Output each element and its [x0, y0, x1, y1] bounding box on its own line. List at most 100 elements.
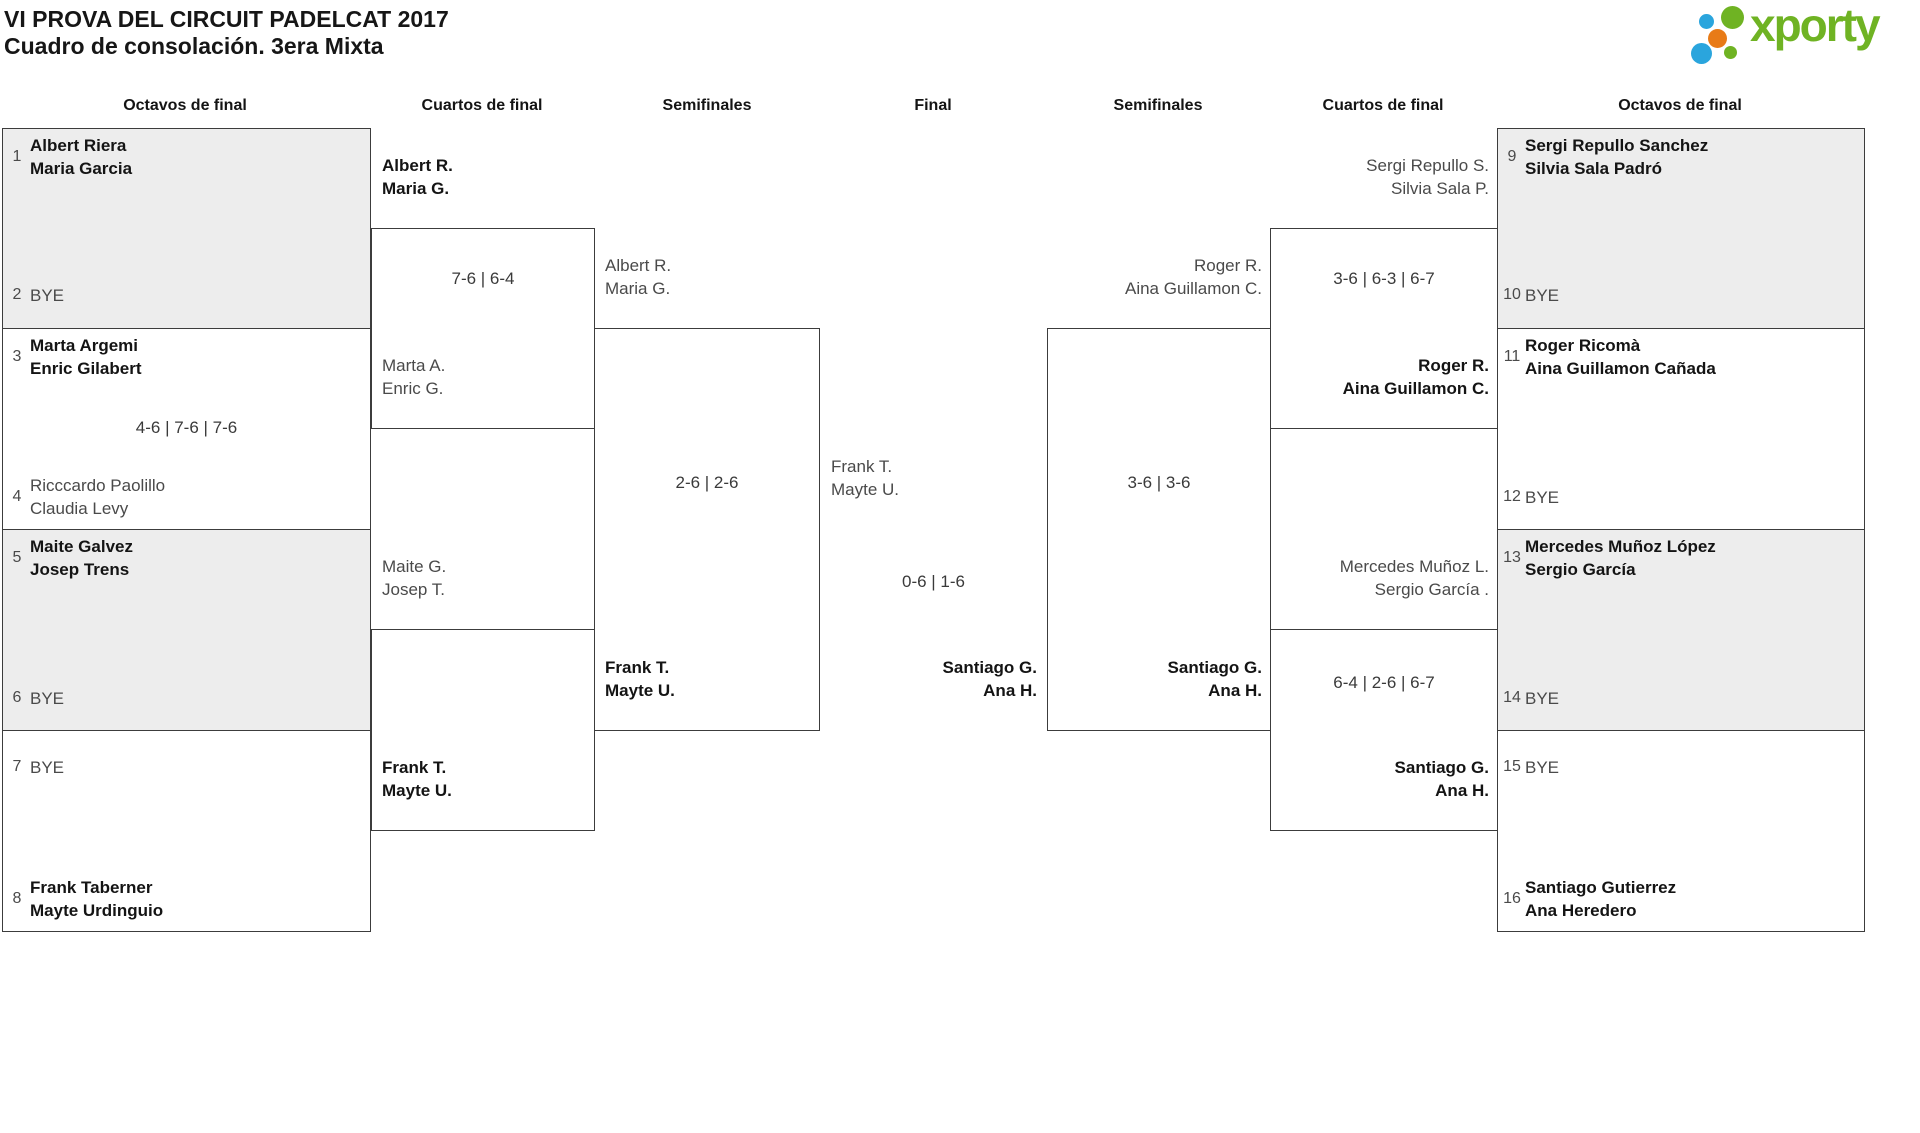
team-name: Maria Garcia [30, 159, 133, 178]
seed-number: 8 [12, 890, 22, 907]
logo-dot-blue-large [1691, 43, 1712, 64]
bracket-slot-7: 7 BYE [4, 744, 64, 790]
team-name: Enric Gilabert [30, 359, 142, 378]
team-label-qf-right-bottom-winner: Santiago G.Ana H. [1394, 758, 1489, 800]
seed-number: 2 [12, 286, 22, 303]
team-label-final-winner: Santiago G.Ana H. [942, 658, 1037, 700]
team-label-sf-right-winner: Santiago G.Ana H. [1167, 658, 1262, 700]
seed-number: 16 [1503, 890, 1521, 907]
team-name: BYE [30, 688, 65, 708]
team-name: Mercedes Muñoz López [1525, 537, 1716, 556]
team-name: Mayte Urdinguio [30, 901, 164, 920]
team-name: Maite Galvez [30, 537, 133, 556]
match-score-qf-right-top: 3-6 | 6-3 | 6-7 [1333, 269, 1435, 288]
team-label-qf-left-top-winner: Albert R.Maria G. [382, 156, 453, 198]
page-subtitle: Cuadro de consolación. 3era Mixta [4, 33, 384, 59]
bracket-slot-2: 2 BYE [4, 272, 64, 318]
seed-number: 10 [1503, 286, 1521, 303]
team-name: Santiago Gutierrez [1525, 878, 1677, 897]
team-name: Ana Heredero [1525, 901, 1637, 920]
team-name: BYE [1525, 688, 1560, 708]
team-label-qf-right-top-loser: Sergi Repullo S.Silvia Sala P. [1366, 156, 1489, 198]
seed-number: 15 [1503, 758, 1521, 775]
team-label-sf-left-winner: Frank T.Mayte U. [605, 658, 675, 700]
bracket-slot-12: 12 BYE [1499, 474, 1559, 520]
team-name: Sergio García [1525, 560, 1636, 579]
team-name: Frank Taberner [30, 878, 153, 897]
octavos-box-5-6 [2, 529, 371, 731]
round-header-semis-right: Semifinales [1113, 97, 1203, 114]
seed-number: 5 [12, 549, 22, 566]
team-label-qf-right-bottom-loser: Mercedes Muñoz L.Sergio García . [1339, 557, 1489, 599]
team-name: Marta Argemi [30, 336, 139, 355]
match-score-qf-left-top: 7-6 | 6-4 [451, 269, 515, 288]
seed-number: 13 [1503, 549, 1521, 566]
team-name: Claudia Levy [30, 499, 129, 518]
team-name: BYE [30, 285, 65, 305]
bracket-slot-14: 14 BYE [1499, 675, 1559, 721]
round-header-final: Final [914, 97, 952, 114]
team-name: BYE [1525, 757, 1560, 777]
seed-number: 9 [1507, 148, 1517, 165]
seed-number: 11 [1503, 348, 1521, 365]
octavos-box-15-16 [1497, 730, 1865, 932]
seed-number: 4 [12, 488, 22, 505]
match-score-octavos-3-4: 4-6 | 7-6 | 7-6 [135, 418, 238, 437]
page-title: VI PROVA DEL CIRCUIT PADELCAT 2017 [4, 6, 449, 32]
octavos-box-9-10 [1497, 128, 1865, 329]
team-label-final-runnerup: Frank T.Mayte U. [831, 457, 900, 499]
team-name: Sergi Repullo Sanchez [1525, 136, 1709, 155]
bracket-slot-6: 6 BYE [4, 675, 64, 721]
team-name: BYE [30, 757, 65, 777]
logo-dot-green-small [1724, 46, 1737, 59]
match-score-sf-right: 3-6 | 3-6 [1127, 473, 1191, 492]
logo-dot-orange [1708, 29, 1727, 48]
team-name: Josep Trens [30, 560, 130, 579]
team-name: Ricccardo Paolillo [30, 476, 166, 495]
round-header-octavos-right: Octavos de final [1618, 97, 1742, 114]
match-score-qf-right-bottom: 6-4 | 2-6 | 6-7 [1333, 673, 1435, 692]
team-name: Silvia Sala Padró [1525, 159, 1663, 178]
round-header-octavos-left: Octavos de final [123, 97, 247, 114]
octavos-box-7-8 [2, 730, 371, 932]
seed-number: 6 [12, 689, 22, 706]
team-name: Albert Riera [30, 136, 127, 155]
round-header-cuartos-left: Cuartos de final [421, 97, 543, 114]
logo-dot-green-large [1721, 6, 1744, 29]
team-label-qf-left-bottom-loser: Maite G.Josep T. [382, 557, 447, 599]
bracket-slot-10: 10 BYE [1499, 272, 1559, 318]
seed-number: 7 [12, 758, 22, 775]
team-name: BYE [1525, 285, 1560, 305]
round-header-cuartos-right: Cuartos de final [1322, 97, 1444, 114]
logo-dot-blue-small [1699, 14, 1714, 29]
team-label-qf-right-top-winner: Roger R.Aina Guillamon C. [1342, 356, 1489, 398]
xporty-logo[interactable]: xporty [1686, 0, 1911, 74]
match-score-final: 0-6 | 1-6 [901, 572, 965, 591]
seed-number: 3 [12, 348, 22, 365]
team-name: Roger Ricomà [1525, 336, 1641, 355]
octavos-box-1-2 [2, 128, 371, 329]
team-label-sf-left-top: Albert R.Maria G. [605, 256, 672, 298]
team-name: BYE [1525, 487, 1560, 507]
team-label-qf-left-bottom-winner: Frank T.Mayte U. [382, 758, 452, 800]
match-score-sf-left: 2-6 | 2-6 [675, 473, 739, 492]
logo-wordmark: xporty [1750, 0, 1881, 51]
team-label-sf-right-top: Roger R.Aina Guillamon C. [1124, 256, 1262, 298]
team-label-qf-left-top-loser: Marta A.Enric G. [382, 356, 446, 398]
round-header-semis-left: Semifinales [662, 97, 752, 114]
team-name: Aina Guillamon Cañada [1525, 359, 1716, 378]
bracket-slot-15: 15 BYE [1499, 744, 1559, 790]
seed-number: 1 [12, 148, 22, 165]
semifinal-box-right [1047, 328, 1271, 731]
seed-number: 12 [1503, 488, 1521, 505]
